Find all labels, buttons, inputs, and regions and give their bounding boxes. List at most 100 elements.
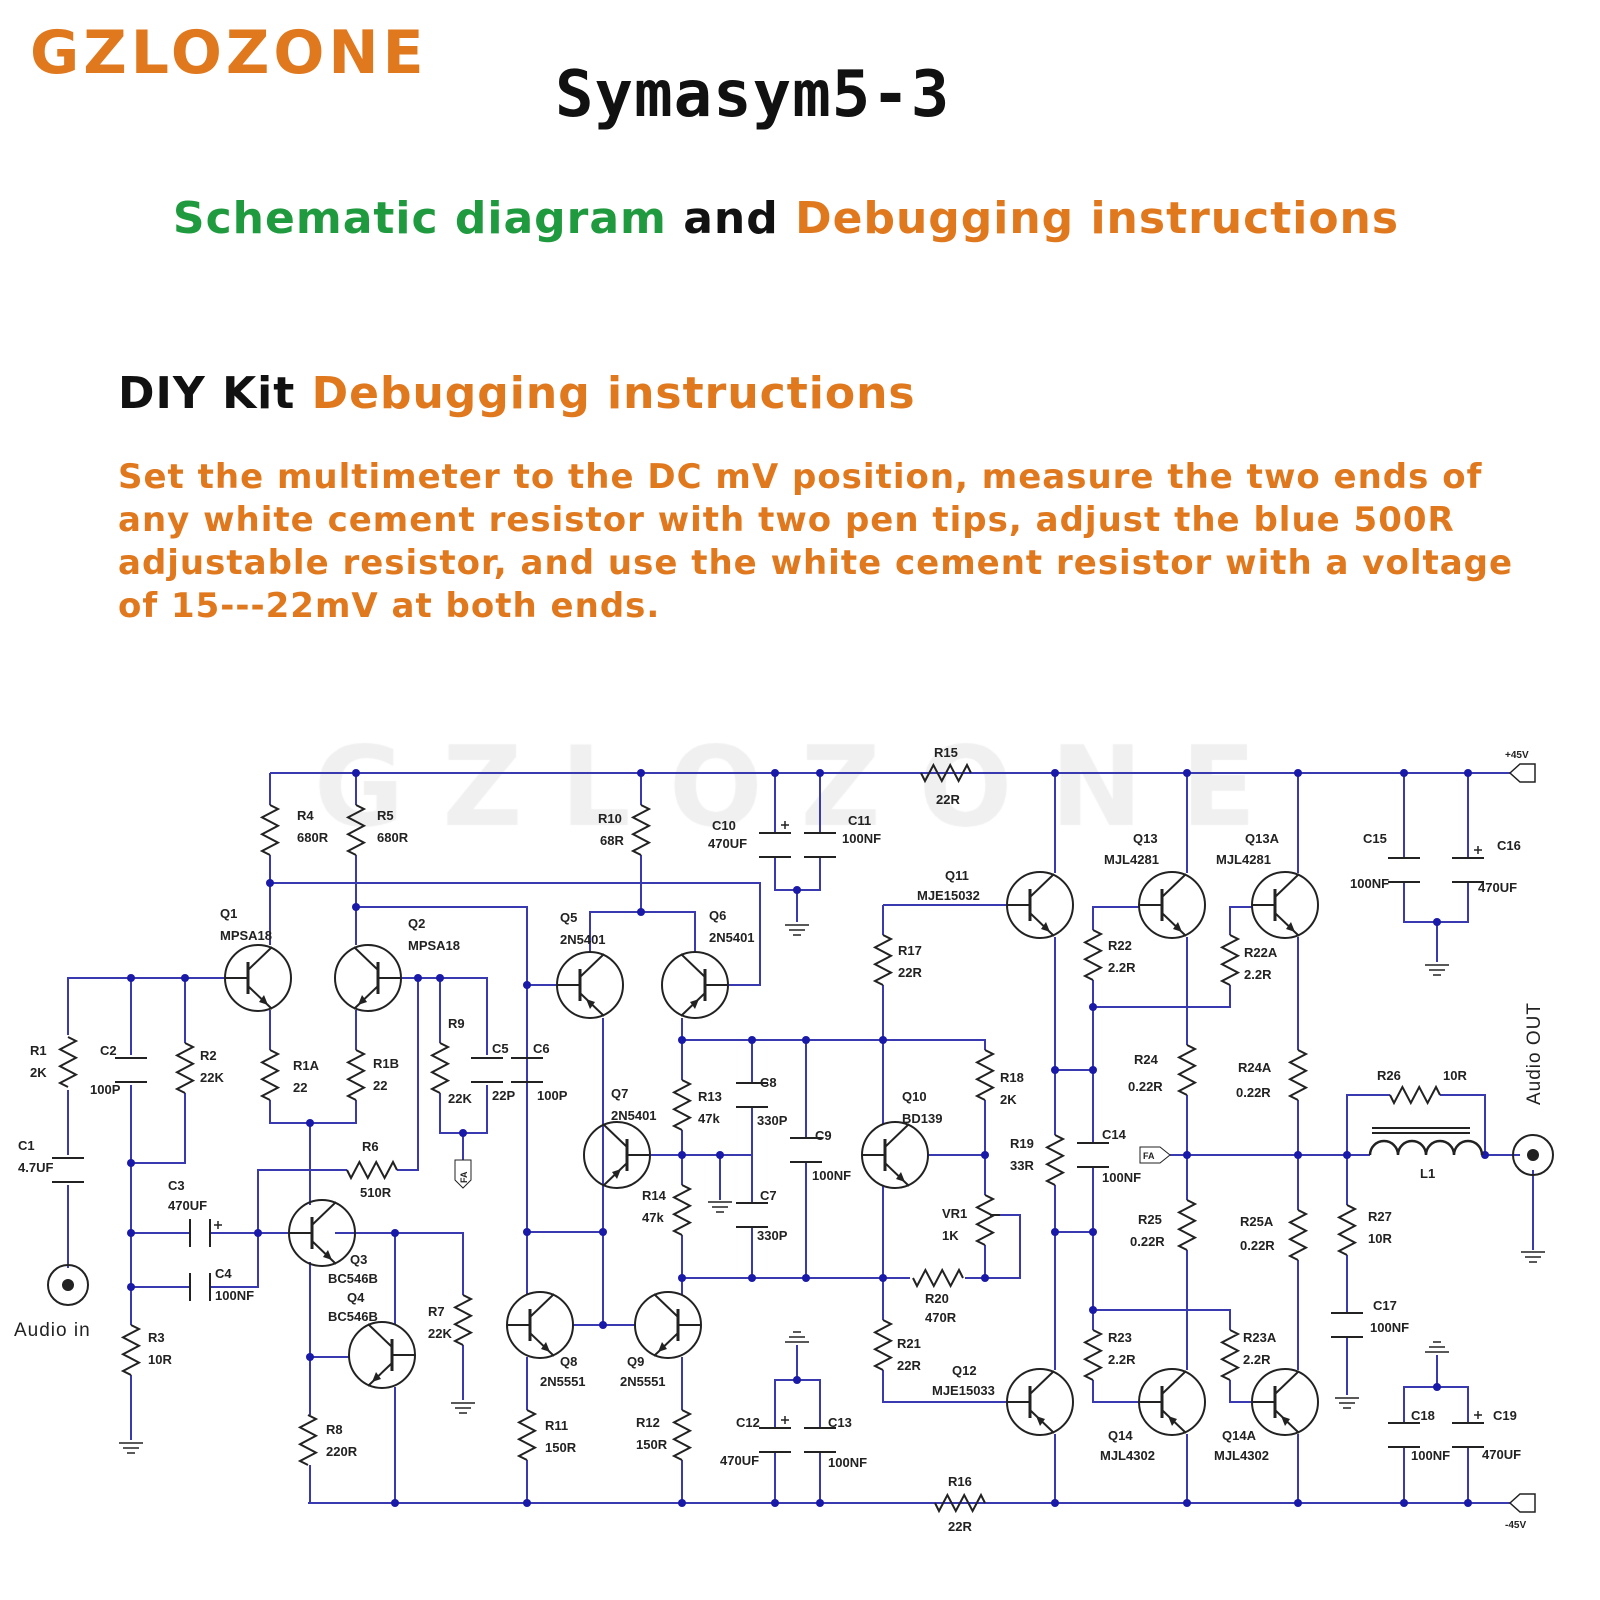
component-ref-r22: R22 (1108, 938, 1132, 953)
component-ref-r16: R16 (948, 1474, 972, 1489)
component-ref-q7: Q7 (611, 1086, 628, 1101)
resistor-icon (872, 934, 894, 986)
junction-dot (1433, 918, 1441, 926)
wire (774, 1379, 821, 1428)
component-value-r4: 680R (297, 830, 329, 845)
junction-dot (391, 1229, 399, 1237)
resistor-icon (671, 1079, 693, 1131)
component-value-c12: 470UF (720, 1453, 759, 1468)
transistor-collector (653, 1293, 679, 1318)
resistor-icon (57, 1036, 79, 1088)
component-ref-r24: R24 (1134, 1052, 1159, 1067)
junction-dot (1089, 1306, 1097, 1314)
emitter-arrow-icon (896, 1172, 905, 1182)
junction-dot (414, 974, 422, 982)
component-value-r1b: 22 (373, 1078, 387, 1093)
component-ref-q6: Q6 (709, 908, 726, 923)
component-value-r5: 680R (377, 830, 409, 845)
audio-in-jack-icon (47, 1264, 89, 1306)
component-value-q11: MJE15032 (917, 888, 980, 903)
resistor-icon (872, 1319, 894, 1371)
transistor-emitter (1161, 912, 1187, 937)
component-ref-c10: C10 (712, 818, 736, 833)
component-value-q6: 2N5401 (709, 930, 755, 945)
component-ref-c5: C5 (492, 1041, 509, 1056)
junction-dot (436, 974, 444, 982)
component-value-q13: MJL4281 (1104, 852, 1159, 867)
transistor-collector (247, 946, 273, 971)
component-ref-c11: C11 (848, 813, 871, 828)
junction-dot (637, 769, 645, 777)
component-ref-r11: R11 (545, 1418, 568, 1433)
wire (1440, 1094, 1486, 1155)
component-value-r18: 2K (1000, 1092, 1017, 1107)
subtitle-schematic: Schematic diagram (172, 193, 667, 244)
transistor-collector (529, 1293, 555, 1318)
component-ref-r14: R14 (642, 1188, 667, 1203)
component-ref-r22a: R22A (1244, 945, 1278, 960)
resistor-icon (630, 804, 652, 856)
wire (1229, 906, 1252, 935)
component-ref-r25: R25 (1138, 1212, 1162, 1227)
component-value-q14: MJL4302 (1100, 1448, 1155, 1463)
wire (682, 1039, 986, 1050)
junction-dot (1433, 1383, 1441, 1391)
transistor-emitter (367, 1362, 393, 1387)
wire (397, 978, 419, 1171)
wires (67, 769, 1534, 1507)
positive-rail-terminal (1508, 763, 1536, 783)
component-ref-r21: R21 (897, 1336, 921, 1351)
junction-dot (1464, 1499, 1472, 1507)
wire (210, 1233, 259, 1288)
component-value-r24a: 0.22R (1236, 1085, 1271, 1100)
transistor-emitter (353, 985, 379, 1010)
resistor-icon (1176, 1199, 1198, 1251)
junction-dot (879, 1036, 887, 1044)
component-ref-r2: R2 (200, 1048, 217, 1063)
rail-positive-label: +45V (1505, 750, 1529, 761)
component-value-r27: 10R (1368, 1231, 1392, 1246)
resistor-icon (920, 762, 972, 784)
junction-dot (678, 1151, 686, 1159)
wire (589, 911, 696, 952)
component-ref-c17: C17 (1373, 1298, 1397, 1313)
resistor-icon (912, 1267, 964, 1289)
component-ref-r23: R23 (1108, 1330, 1132, 1345)
component-value-c13: 100NF (828, 1455, 867, 1470)
resistor-icon (671, 1409, 693, 1461)
component-value-c11: 100NF (842, 831, 881, 846)
resistor-icon (1176, 1044, 1198, 1096)
junction-dot (1400, 1499, 1408, 1507)
transistor-collector (311, 1201, 337, 1226)
component-ref-r27: R27 (1368, 1209, 1392, 1224)
emitter-arrow-icon (372, 1372, 381, 1382)
resistor-icon (346, 1159, 398, 1181)
transistor-emitter (529, 1332, 555, 1357)
component-ref-r6: R6 (362, 1139, 379, 1154)
junction-dot (1051, 1066, 1059, 1074)
transistor-collector (1029, 873, 1055, 898)
component-ref-c8: C8 (760, 1075, 777, 1090)
junction-dot (1183, 1499, 1191, 1507)
component-value-r24: 0.22R (1128, 1079, 1163, 1094)
junction-dot (352, 903, 360, 911)
resistor-icon (1336, 1204, 1358, 1256)
component-ref-q10: Q10 (902, 1089, 927, 1104)
junction-dot (306, 1353, 314, 1361)
heading-debugging: Debugging instructions (311, 368, 916, 419)
component-ref-q9: Q9 (627, 1354, 644, 1369)
subtitle: Schematic diagram and Debugging instruct… (0, 193, 1572, 244)
junction-dot (306, 1119, 314, 1127)
component-ref-r26: R26 (1377, 1068, 1401, 1083)
component-value-r8: 220R (326, 1444, 358, 1459)
component-ref-r12: R12 (636, 1415, 660, 1430)
transistor-collector (579, 953, 605, 978)
resistor-icon (1044, 1134, 1066, 1186)
junction-dot (879, 1274, 887, 1282)
component-value-r25a: 0.22R (1240, 1238, 1275, 1253)
transistor-collector (1161, 873, 1187, 898)
component-value-r22: 2.2R (1108, 960, 1136, 975)
component-ref-r24a: R24A (1238, 1060, 1272, 1075)
junction-dot (523, 1228, 531, 1236)
component-value-q2: MPSA18 (408, 938, 460, 953)
